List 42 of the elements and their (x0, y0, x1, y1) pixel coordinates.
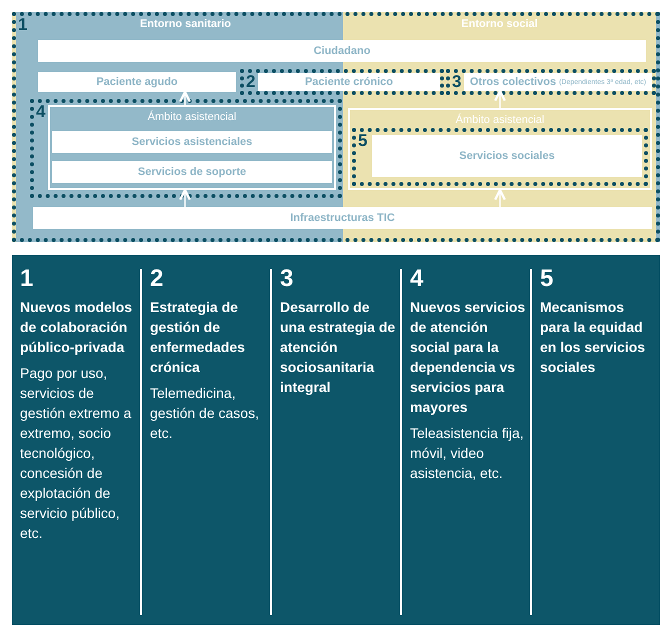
service-box: Servicios de soporte (52, 161, 332, 183)
band-title: Entorno social (460, 18, 539, 30)
service-box: Ciudadano (38, 40, 646, 62)
region-number: 4 (36, 103, 46, 121)
scope-frame (48, 105, 336, 190)
box-label: Otros colectivos (470, 76, 556, 88)
column-number: 5 (540, 265, 554, 293)
dotted-region (240, 69, 444, 95)
scope-frame (348, 108, 652, 190)
service-box: Paciente agudo (38, 72, 236, 92)
group-box (464, 73, 652, 91)
column-text: Telemedicina, gestión de casos, etc. (150, 384, 260, 443)
service-box: Servicios asistenciales (52, 131, 332, 153)
frame-title: Ámbito asistencial (454, 114, 546, 126)
dotted-region (446, 69, 656, 95)
column-number: 1 (20, 265, 34, 293)
arrow (179, 90, 191, 105)
column-number: 3 (280, 265, 294, 293)
column-heading: Nuevos servicios de atención social para la dependencia vs servicios para mayores (410, 298, 526, 417)
column-text: Teleasistencia fija, móvil, video asistencia, etc. (410, 424, 525, 483)
service-box: Infraestructuras TIC (33, 207, 652, 229)
band-title: Entorno sanitario (138, 18, 232, 30)
dotted-region (30, 99, 342, 198)
column-number: 4 (410, 265, 424, 293)
arrow (494, 90, 506, 108)
service-box: Servicios sociales (372, 135, 642, 177)
region-number: 1 (18, 16, 28, 34)
arrow (179, 188, 191, 207)
region-number: 3 (452, 73, 462, 91)
frame-title: Ámbito asistencial (146, 111, 238, 123)
service-box: Paciente crónico (258, 73, 440, 91)
dotted-region (12, 12, 660, 242)
dotted-region (352, 128, 648, 186)
column-text: Pago por uso, servicios de gestión extremo a extremo, socio tecnológico, concesión de explotación de servicio público, etc. (20, 364, 132, 543)
column-heading: Nuevos modelos de colaboración público-privada (20, 298, 134, 357)
column-number: 2 (150, 265, 164, 293)
arrow (494, 188, 506, 207)
column-heading: Mecanismos para la equidad en los servicios sociales (540, 298, 646, 377)
column-heading: Estrategia de gestión de enfermedades crónica (150, 298, 246, 377)
column-heading: Desarrollo de una estrategia de atención sociosanitaria integral (280, 298, 396, 397)
region-number: 2 (246, 73, 256, 91)
region-number: 5 (358, 132, 368, 150)
